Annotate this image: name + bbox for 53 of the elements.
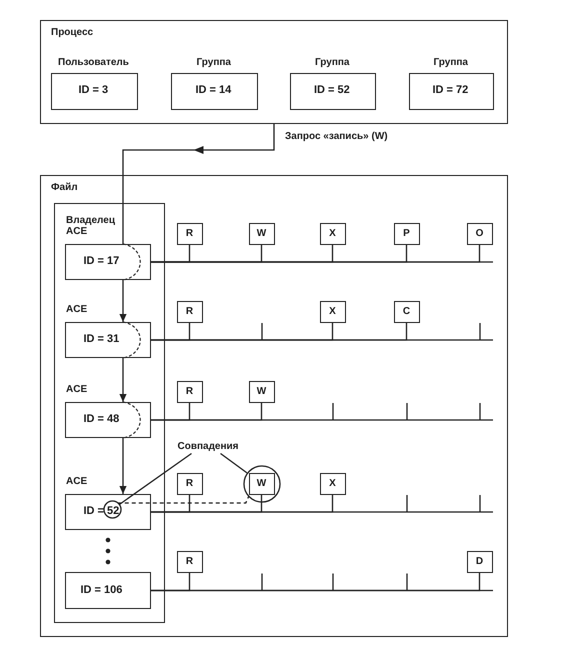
permission-box: W [248,222,274,244]
leader-line [220,452,248,474]
arrow [119,438,127,494]
entry-label: ACE [66,304,88,315]
connector-line [151,494,334,513]
identity-text: ID = 72 [432,84,468,97]
permission-box: D [466,551,492,573]
process-panel [40,20,508,124]
identity-text: ID = 14 [196,84,232,97]
connector-line [151,244,480,263]
arrow [122,124,275,244]
permission-box: X [320,472,346,494]
column-heading: Группа [315,56,350,68]
leader-line [118,452,192,506]
permission-box: O [466,222,492,244]
identity-text: ID = 17 [84,255,120,268]
identity-text: ID = 3 [78,84,108,97]
permission-box: R [176,380,202,402]
edge-label: Запрос «запись» (W) [283,131,390,143]
permission-box: R [176,551,202,573]
entry-box [65,572,151,609]
connector-line [118,496,250,504]
entry-label: ACE [66,476,88,487]
identity-text: ID = 106 [80,584,122,596]
column-heading: Пользователь [58,56,129,68]
permission-box: P [394,222,420,244]
entry-label: Владелец ACE [66,215,115,237]
connector-line [151,322,408,341]
permission-box: X [320,300,346,322]
identity-text: ID = 52 [84,505,120,518]
permission-box: C [394,300,420,322]
identity-text: ID = 52 [314,84,350,97]
arrow [119,358,127,402]
file-panel [40,175,508,637]
permission-box: R [176,300,202,322]
column-heading: Группа [434,56,468,68]
permission-box: R [176,472,202,494]
panel-title: Процесс [51,27,94,39]
panel-title: Файл [51,182,78,194]
arrow [119,280,127,322]
permission-box: W [248,380,274,402]
list-frame [54,202,164,622]
callout-label: Совпадения [178,440,239,452]
highlight-circle [242,464,280,502]
connector-line [151,402,262,421]
permission-box: R [176,222,202,244]
permission-box: W [248,472,274,494]
permission-box: X [320,222,346,244]
entry-label: ACE [66,384,88,395]
column-heading: Группа [196,56,231,68]
identity-text: ID = 48 [84,413,120,426]
highlight-circle [102,500,122,519]
identity-text: ID = 31 [84,333,120,346]
